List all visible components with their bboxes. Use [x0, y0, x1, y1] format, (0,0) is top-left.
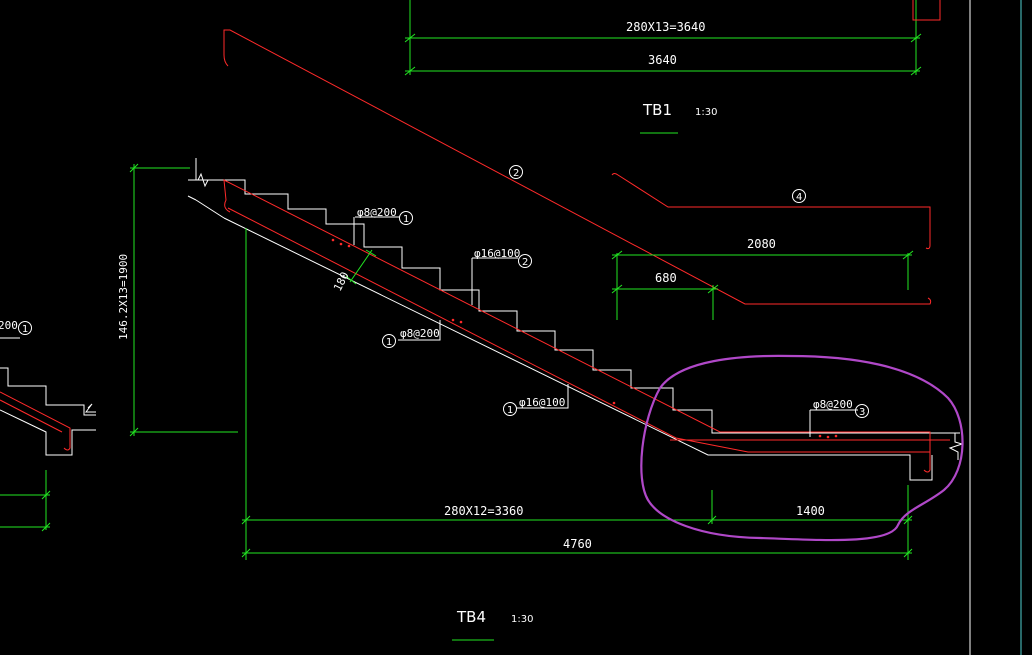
leader-lines — [353, 216, 858, 437]
left-partial-label: 200 — [0, 319, 18, 332]
rebar-dots — [331, 238, 838, 439]
left-partial-dims — [0, 470, 51, 532]
marker-1-lower: 1 — [507, 405, 513, 416]
dim-steps-label: 280X12=3360 — [444, 504, 523, 518]
bar4-dimensions — [611, 250, 914, 320]
left-partial-outline — [0, 337, 96, 456]
stair-outline — [195, 158, 960, 481]
marker-circles — [18, 165, 869, 418]
label-top-phi8: φ8@200 — [357, 206, 397, 219]
dim-landing-label: 1400 — [796, 504, 825, 518]
highlight-circle — [640, 354, 964, 542]
stair-rebars — [223, 179, 950, 473]
tb1-dim-total: 3640 — [648, 53, 677, 67]
thickness-label: 180 — [331, 270, 352, 294]
label-landing-phi8: φ8@200 — [813, 398, 853, 411]
label-bottom-phi8: φ8@200 — [400, 327, 440, 340]
marker-2-bar: 2 — [513, 168, 519, 179]
marker-1-bottom: 1 — [386, 337, 392, 348]
tb1-dimensions — [404, 0, 922, 76]
tb1-scale: 1:30 — [695, 107, 717, 118]
bottom-dimensions — [241, 485, 913, 560]
tb1-rebar-end — [912, 0, 941, 21]
label-bottom-phi16: φ16@100 — [519, 396, 565, 409]
bar4-dim-680: 680 — [655, 271, 677, 285]
marker-4-bar: 4 — [796, 192, 802, 203]
marker-2-top: 2 — [522, 257, 528, 268]
label-top-phi16: φ16@100 — [474, 247, 520, 260]
height-dim-label: 146.2X13=1900 — [117, 254, 130, 340]
bar4-detail — [611, 173, 931, 250]
thickness-dimension — [345, 249, 377, 285]
tb4-title: TB4 — [456, 608, 486, 626]
marker-3-landing: 3 — [859, 407, 865, 418]
marker-1-left: 1 — [22, 324, 28, 335]
height-dimension — [129, 163, 247, 560]
bar2-detail — [223, 29, 932, 305]
break-symbols — [187, 172, 964, 460]
bar4-dim-2080: 2080 — [747, 237, 776, 251]
tb1-title: TB1 — [642, 101, 672, 119]
dim-total-label: 4760 — [563, 537, 592, 551]
left-partial-rebar — [0, 391, 71, 451]
tb1-dim-steps: 280X13=3640 — [626, 20, 705, 34]
marker-1-top: 1 — [403, 214, 409, 225]
tb4-scale: 1:30 — [511, 614, 533, 625]
